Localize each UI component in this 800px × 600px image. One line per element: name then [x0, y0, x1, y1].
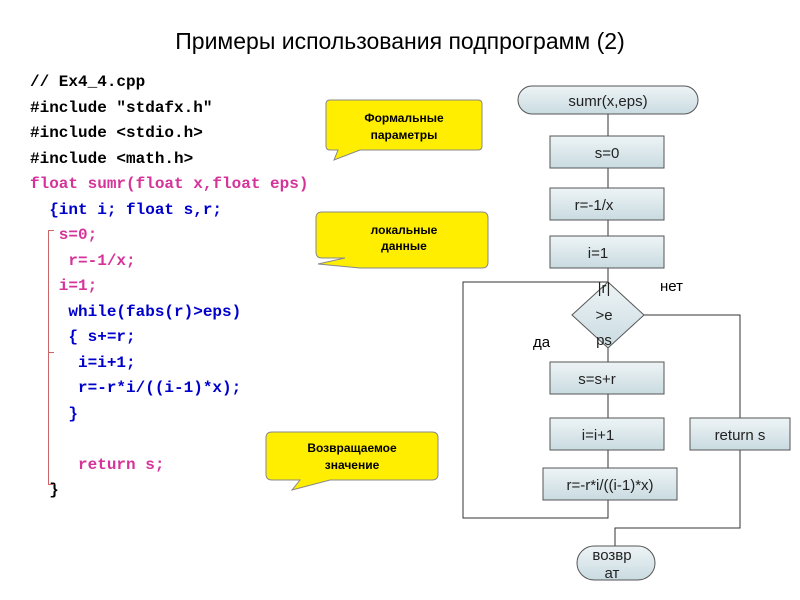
code-line: #include <stdio.h> — [30, 124, 203, 142]
code-bracket-line — [48, 230, 49, 485]
svg-text:s=s+r: s=s+r — [578, 371, 616, 388]
code-line: // Ex4_4.cpp — [30, 73, 146, 91]
code-line: {int i; float s,r; — [30, 200, 223, 219]
code-listing: // Ex4_4.cpp #include "stdafx.h" #include … — [30, 70, 308, 504]
code-line: s=0; — [30, 226, 98, 244]
flow-block-s0: s=0 — [549, 135, 665, 169]
callout-formal-params: Формальные параметры — [325, 99, 483, 161]
code-line: while(fabs(r)>eps) — [30, 302, 242, 321]
svg-text:sumr(x,eps): sumr(x,eps) — [568, 93, 647, 110]
callout-local-data: локальные данные — [315, 211, 489, 269]
callout-return-line1: Возвращаемое — [307, 441, 397, 455]
flow-block-rcalc: r=-r*i/((i-1)*x) — [542, 467, 678, 501]
flow-end-terminator: возвр ат — [576, 545, 656, 582]
svg-text:return s: return s — [715, 427, 766, 444]
code-line: { s+=r; — [30, 328, 136, 346]
flow-block-ssr: s=s+r — [549, 361, 665, 395]
code-line: r=-r*i/((i-1)*x); — [30, 379, 242, 397]
callout-formal-line2: параметры — [371, 128, 438, 142]
flow-start-terminator: sumr(x,eps) — [517, 85, 699, 115]
slide-title: Примеры использования подпрограмм (2) — [175, 28, 625, 54]
svg-text:ps: ps — [596, 332, 612, 349]
flow-condition-diamond: |r| >e ps — [571, 280, 645, 349]
code-bracket-tick-bottom — [48, 484, 54, 485]
code-line: #include "stdafx.h" — [30, 98, 213, 117]
flowchart-connectors — [462, 114, 741, 546]
callout-local-line1: локальные — [371, 223, 438, 237]
code-line: } — [30, 481, 59, 499]
callout-return-line2: значение — [325, 458, 380, 472]
code-line: i=i+1; — [30, 353, 136, 372]
code-line: float sumr(float x,float eps) — [30, 175, 309, 193]
flow-label-no: нет — [660, 278, 683, 295]
svg-text:|r|: |r| — [598, 280, 611, 297]
code-line: return s; — [30, 455, 165, 474]
code-bracket-tick-top — [48, 230, 54, 231]
svg-text:i=1: i=1 — [588, 245, 608, 262]
flow-block-inc: i=i+1 — [549, 417, 665, 451]
callout-local-line2: данные — [381, 239, 427, 253]
svg-text:r=-1/x: r=-1/x — [575, 197, 614, 214]
flow-block-i1: i=1 — [549, 235, 665, 269]
svg-text:ат: ат — [605, 565, 620, 582]
svg-text:возвр: возвр — [592, 547, 631, 564]
svg-text:r=-r*i/((i-1)*x): r=-r*i/((i-1)*x) — [566, 477, 653, 494]
code-line: r=-1/x; — [30, 251, 136, 270]
code-line: } — [30, 404, 79, 423]
flow-label-yes: да — [533, 334, 551, 351]
callout-return-value: Возвращаемое значение — [265, 431, 439, 491]
svg-text:>e: >e — [595, 307, 612, 324]
flow-block-r0: r=-1/x — [549, 187, 665, 221]
svg-text:i=i+1: i=i+1 — [582, 427, 615, 444]
code-line: #include <math.h> — [30, 149, 194, 168]
flow-block-return: return s — [689, 417, 791, 451]
code-bracket-tick-mid — [48, 352, 54, 353]
code-line: i=1; — [30, 277, 98, 295]
callout-formal-line1: Формальные — [364, 111, 444, 125]
svg-text:s=0: s=0 — [595, 145, 620, 162]
